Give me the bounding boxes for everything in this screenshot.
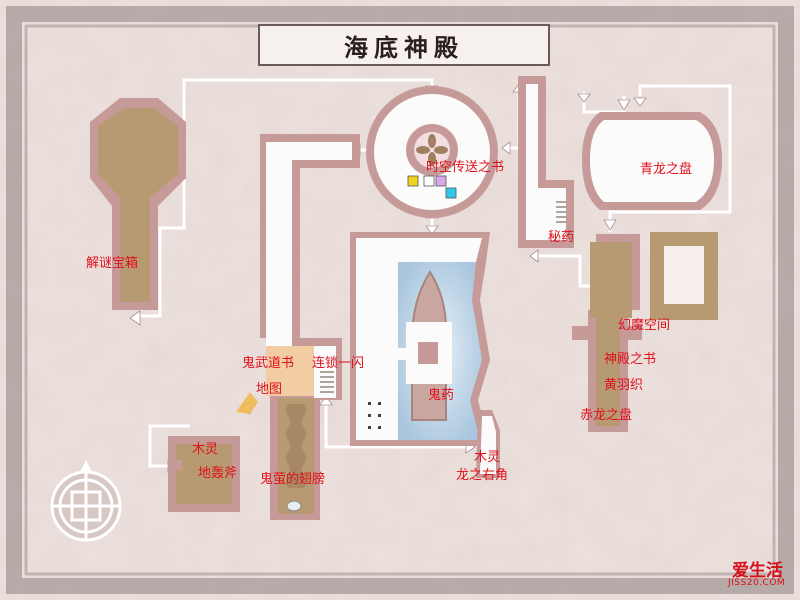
room-time-space (366, 86, 498, 218)
label-dragon-right-horn: 龙之右角 (456, 468, 509, 483)
room-secret-medicine (518, 76, 574, 248)
label-secret-medicine: 秘药 (548, 230, 575, 245)
page-title: 海底神殿 (344, 33, 464, 62)
watermark-sub: JISS20.COM (728, 578, 786, 588)
white-switch-icon[interactable] (423, 175, 435, 187)
map-title-box: 海底神殿 (258, 24, 550, 66)
room-wood-spirit-left (168, 436, 240, 512)
watermark-main: 爱生活 (732, 561, 783, 581)
label-wood-spirit-right: 木灵 (474, 450, 501, 465)
room-phantom-space (572, 234, 642, 432)
label-red-dragon-plate: 赤龙之盘 (580, 408, 633, 423)
cyan-switch-icon[interactable] (445, 187, 457, 199)
label-chain-flash: 连锁一闪 (312, 356, 365, 371)
room-puzzle-box (90, 98, 186, 310)
label-ghost-wings: 鬼萤的翅膀 (260, 472, 326, 487)
label-ghost-medicine: 鬼药 (428, 388, 455, 403)
room-empty-frame (650, 232, 718, 320)
label-temple-book: 神殿之书 (604, 352, 657, 367)
label-wood-spirit-left: 木灵 (192, 442, 219, 457)
room-central-corridor (236, 134, 360, 520)
room-azure-dragon (582, 112, 722, 210)
purple-switch-icon[interactable] (435, 175, 447, 187)
map-frame (6, 6, 794, 594)
label-map-item: 地图 (256, 382, 283, 397)
room-lake (350, 232, 490, 446)
label-ghost-martial-book: 鬼武道书 (242, 356, 295, 371)
label-azure-dragon-plate: 青龙之盘 (640, 162, 693, 177)
label-puzzle-box: 解谜宝箱 (86, 256, 139, 271)
label-phantom-space: 幻魔空间 (618, 318, 671, 333)
room-wood-spirit-right (476, 410, 500, 478)
yellow-switch-icon[interactable] (407, 175, 419, 187)
compass-icon (50, 460, 122, 542)
label-yellow-feather: 黄羽织 (604, 378, 644, 393)
label-earth-axe: 地轰斧 (198, 466, 238, 481)
label-time-space-book: 时空传送之书 (426, 160, 505, 175)
